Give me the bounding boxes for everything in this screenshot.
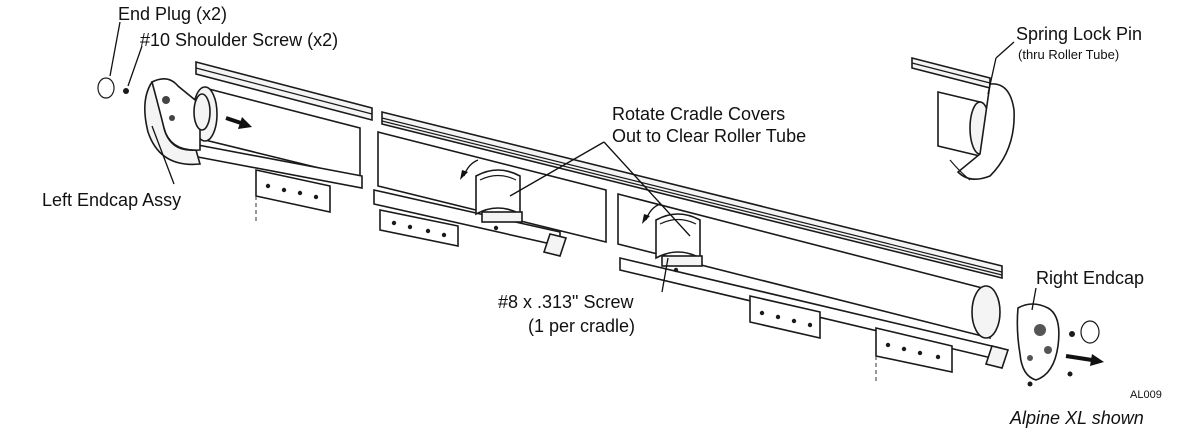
- end-plug-left: [97, 77, 115, 99]
- right-endcap: [1016, 303, 1060, 381]
- label-model-note: Alpine XL shown: [1009, 408, 1144, 428]
- move-arrow-right: [1065, 354, 1104, 366]
- spring-lock-pin-inset: [911, 41, 1015, 181]
- move-arrow-left: [225, 116, 252, 129]
- label-right-endcap: Right Endcap: [1036, 268, 1144, 288]
- label-spring-lock-pin-note: (thru Roller Tube): [1018, 47, 1119, 62]
- label-screw-2: (1 per cradle): [528, 316, 635, 336]
- cradle-1: [475, 169, 523, 231]
- label-figure-id: AL009: [1130, 389, 1162, 401]
- top-rail: [195, 60, 1003, 280]
- label-rotate-cradle-2: Out to Clear Roller Tube: [612, 126, 806, 146]
- rotate-arrow-1: [460, 159, 479, 180]
- label-shoulder-screw: #10 Shoulder Screw (x2): [140, 30, 338, 50]
- end-plug-right: [1080, 320, 1100, 344]
- mounting-brackets: [255, 169, 953, 382]
- label-screw-1: #8 x .313" Screw: [498, 292, 634, 312]
- label-rotate-cradle-1: Rotate Cradle Covers: [612, 104, 785, 124]
- shoulder-screw-right: [1027, 331, 1075, 387]
- rotate-arrow-2: [642, 203, 661, 224]
- shoulder-screw-left: [123, 88, 129, 94]
- cradle-2: [655, 213, 703, 273]
- label-spring-lock-pin: Spring Lock Pin: [1016, 24, 1142, 44]
- label-left-endcap: Left Endcap Assy: [42, 190, 181, 210]
- leader-lines: [109, 21, 1037, 311]
- label-end-plug: End Plug (x2): [118, 4, 227, 24]
